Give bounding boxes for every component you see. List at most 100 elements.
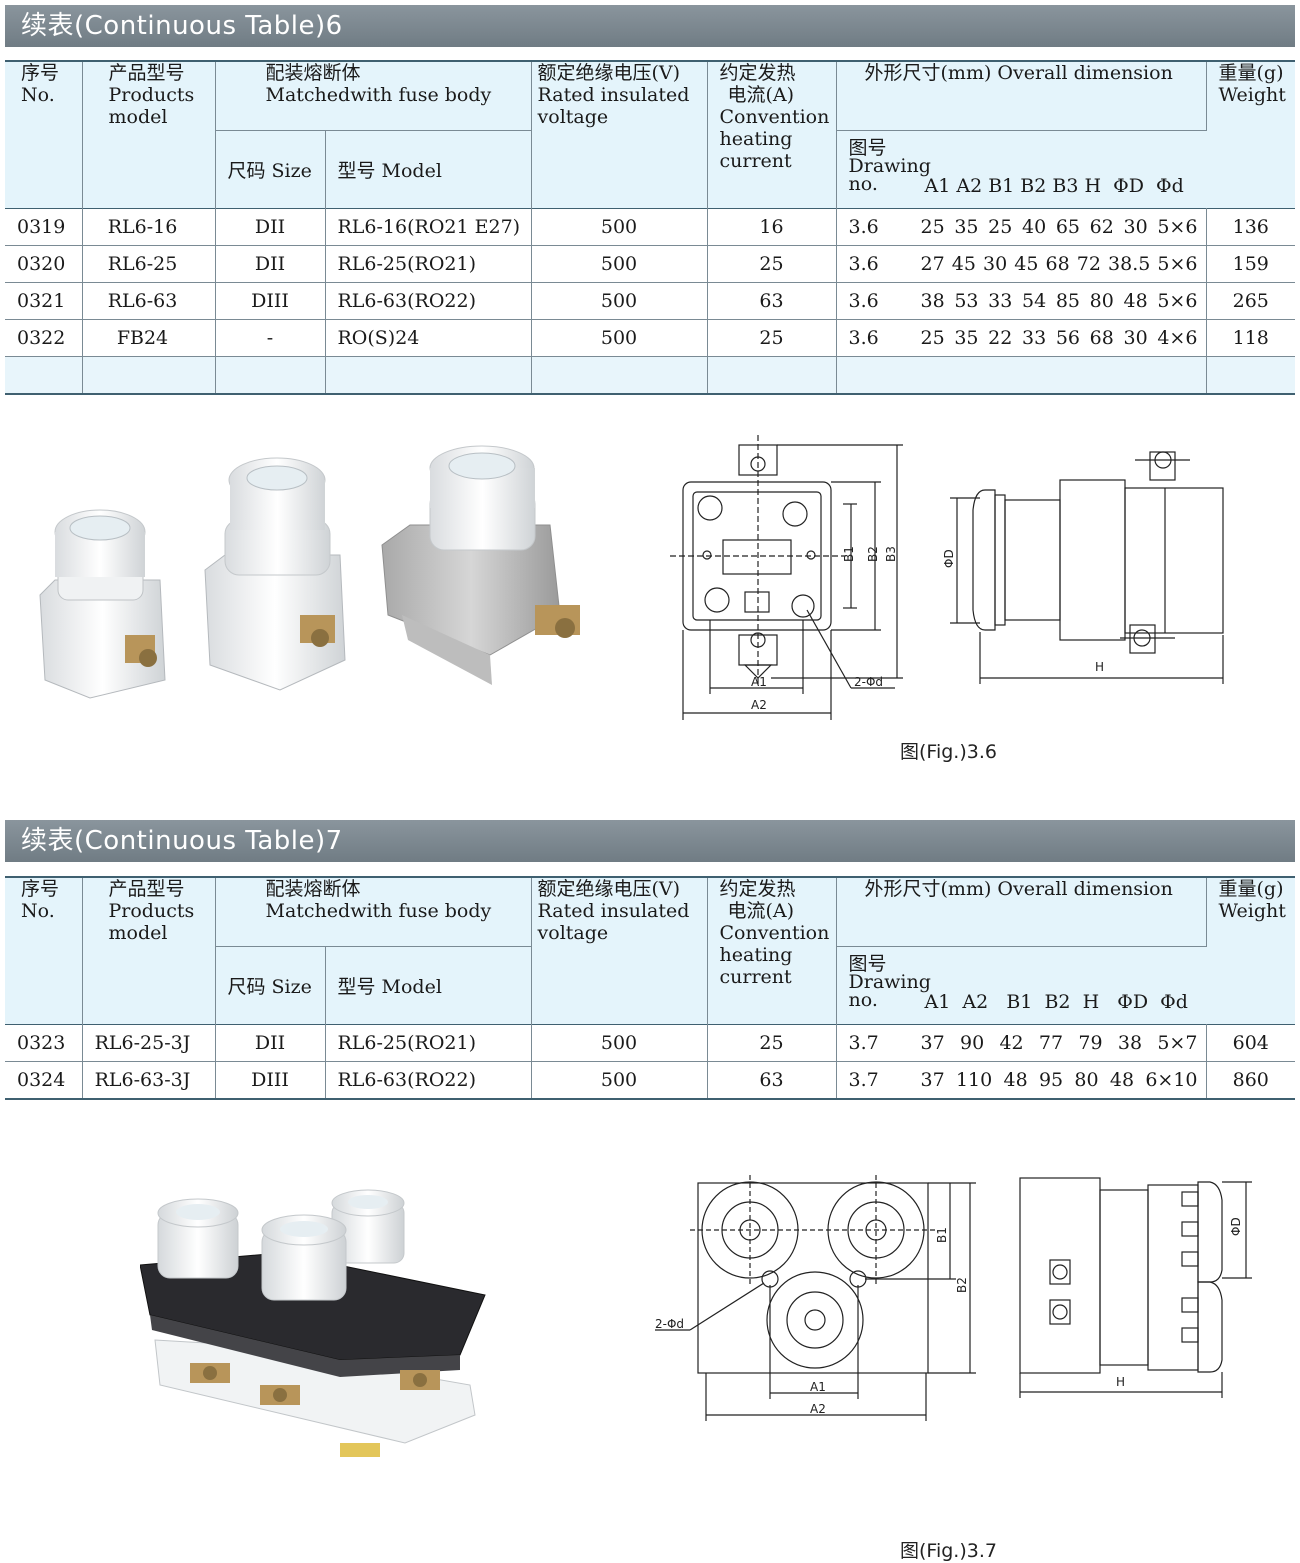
dim-label-b1-2: B1 [935,1227,949,1243]
row-dim-value: 79 [1078,1032,1103,1054]
row-current: 63 [707,1061,837,1100]
row-fuse-model: RL6-63(RO22) [325,282,532,320]
row-weight: 118 [1206,319,1296,357]
row-drawing-no: 3.6 [848,253,879,275]
row-dim-value: 4×6 [1157,327,1198,349]
section-2-title: 续表(Continuous Table)7 [5,820,1295,862]
section-1-title: 续表(Continuous Table)6 [5,5,1295,47]
empty-cell [1206,356,1296,395]
row-fuse-model: RO(S)24 [325,319,532,357]
row-dim-value: 62 [1089,216,1114,238]
row-size: DIII [215,1061,326,1100]
row-no: 0320 [5,245,83,283]
row-size: DIII [215,282,326,320]
row-fuse-model: RL6-16(RO21 E27) [325,208,532,246]
row-size: DII [215,1024,326,1062]
header-fuse-model: 型号 Model [325,130,532,209]
row-dim-value: 38 [1117,1032,1143,1054]
row-drawing-no: 3.6 [848,216,879,238]
row-no: 0322 [5,319,83,357]
row-dim-value: 90 [959,1032,985,1054]
row-dim-value: 80 [1074,1069,1099,1091]
fig-3-6-front-view: B1 B2 B3 A1 A2 2-Φd [670,435,903,720]
row-weight: 159 [1206,245,1296,283]
row-fuse-model: RL6-63(RO22) [325,1061,532,1100]
row-model: RL6-25 [82,245,216,283]
triple-fuse-base-photo [140,1189,486,1457]
row-drawing-no: 3.7 [848,1069,879,1091]
table-row-empty [5,356,1296,395]
row-weight: 604 [1206,1024,1296,1062]
row-dim-value: 37 [920,1032,945,1054]
dim-label-phid: ΦD [942,549,956,568]
empty-cell [5,356,83,395]
row-dim-value: 33 [1022,327,1047,349]
dim-label-a2: A2 [751,698,767,712]
row-dim-value: 110 [955,1069,993,1091]
row-dim-value: 22 [988,327,1013,349]
row-dim-value: 54 [1022,290,1047,312]
row-current: 25 [707,319,837,357]
dim-label-a1: A1 [751,675,767,689]
row-dim-value: 30 [1123,327,1148,349]
row-fuse-model: RL6-25(RO21) [325,245,532,283]
row-voltage: 500 [531,282,708,320]
row-current: 63 [707,282,837,320]
fig-3-6-side-view: ΦD H [942,451,1224,684]
row-size: - [215,319,326,357]
empty-cell [836,356,1207,395]
fuse-bases-photo [39,445,580,699]
row-current: 25 [707,245,837,283]
dim-label-b3: B3 [884,546,898,562]
row-dim-value: 30 [983,253,1008,275]
row-voltage: 500 [531,245,708,283]
fuse-base-large [381,445,580,685]
row-current: 25 [707,1024,837,1062]
row-dim-value: 5×6 [1157,290,1198,312]
row-dim-value: 25 [920,216,945,238]
row-dim-value: 25 [920,327,945,349]
row-dim-value: 38 [920,290,945,312]
row-dim-value: 77 [1038,1032,1064,1054]
row-voltage: 500 [531,208,708,246]
row-no: 0324 [5,1061,83,1100]
dim-label-h-2: H [1116,1375,1125,1389]
fig-3-7-front-view: B1 B2 A1 A2 2-Φd [655,1175,976,1421]
row-dim-value: 65 [1055,216,1081,238]
row-weight: 860 [1206,1061,1296,1100]
row-dim-value: 48 [1003,1069,1028,1091]
row-no: 0321 [5,282,83,320]
empty-cell [82,356,216,395]
dim-label-a1-2: A1 [810,1380,826,1394]
row-size: DII [215,245,326,283]
row-drawing-no: 3.7 [848,1032,879,1054]
row-drawing-no: 3.6 [848,290,879,312]
header-overall-dimension: 外形尺寸(mm) Overall dimension [836,60,1207,131]
dim-label-b2: B2 [866,546,880,562]
row-model: RL6-16 [82,208,216,246]
row-dim-value: 30 [1123,216,1148,238]
header-weight: 重量(g)Weight [1206,60,1296,209]
row-dim-value: 42 [999,1032,1024,1054]
header-dims-labels: A1 A2 B1 B2 B3 H ΦD Φd [924,175,1184,198]
dim-label-h: H [1095,660,1104,674]
header-weight-2: 重量(g)Weight [1206,876,1296,1025]
row-dim-value: 38.5 [1108,253,1151,275]
